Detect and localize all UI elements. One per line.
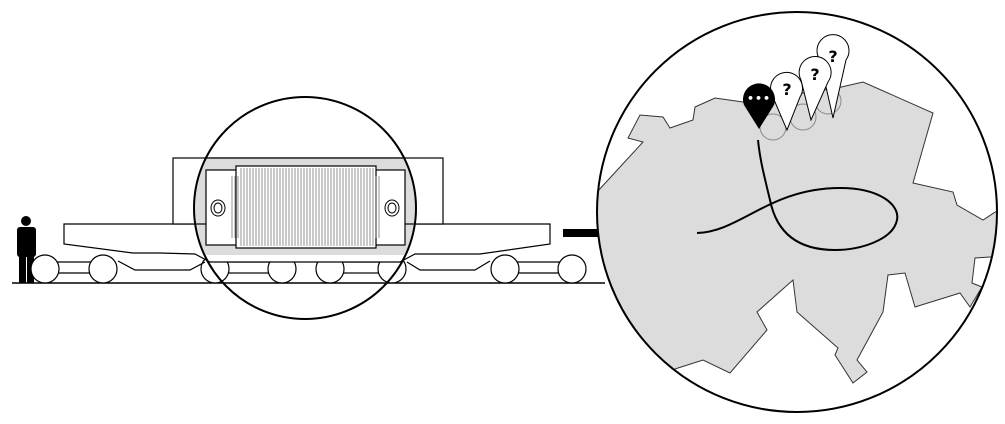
route-path [696, 139, 899, 252]
svg-text:?: ? [828, 47, 837, 66]
unknown-location-pin: ? [798, 56, 832, 122]
bolt-icon [384, 199, 400, 217]
map-region [597, 12, 997, 412]
bolt-icon [210, 199, 226, 217]
magnified-component [194, 157, 416, 255]
unknown-location-pin: ? [816, 34, 850, 119]
svg-text:?: ? [782, 80, 791, 99]
magnifier-circle-right [596, 11, 998, 413]
current-location-pin: ••• [743, 83, 775, 129]
svg-text:?: ? [810, 65, 819, 84]
magnifier-circle-left [193, 96, 417, 320]
svg-text:•••: ••• [747, 92, 771, 105]
